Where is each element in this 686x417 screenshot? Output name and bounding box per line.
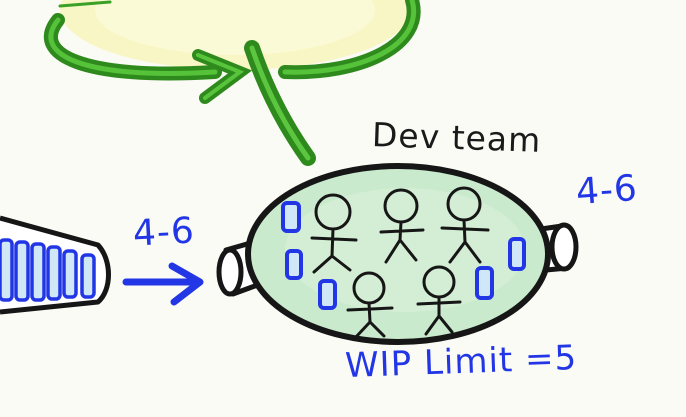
work-card: [46, 245, 62, 301]
work-card: [475, 266, 494, 300]
work-card: [14, 240, 30, 302]
wip-limit-label: WIP Limit =5: [344, 337, 578, 387]
inflow-arrow: [122, 262, 204, 306]
cycle-blob: [60, 0, 410, 70]
output-rate-label: 4-6: [574, 167, 640, 214]
work-card: [281, 201, 301, 233]
developer-figure: [416, 265, 462, 336]
team-members: [310, 186, 490, 340]
backlog-cards: [0, 238, 96, 302]
work-card: [285, 249, 303, 280]
backlog-queue: [0, 215, 111, 315]
work-card: [62, 249, 78, 299]
work-card: [318, 279, 337, 310]
work-card: [508, 237, 526, 271]
developer-figure: [310, 193, 358, 274]
input-rate-label: 4-6: [131, 210, 196, 255]
developer-figure: [346, 271, 394, 340]
work-card: [80, 253, 96, 299]
developer-figure: [379, 188, 425, 264]
cycle-arrows: [43, 0, 421, 166]
developer-figure: [440, 186, 490, 264]
work-card: [30, 242, 46, 302]
wip-cards: [281, 201, 526, 310]
work-card: [0, 238, 14, 302]
team-label: Dev team: [371, 115, 542, 160]
